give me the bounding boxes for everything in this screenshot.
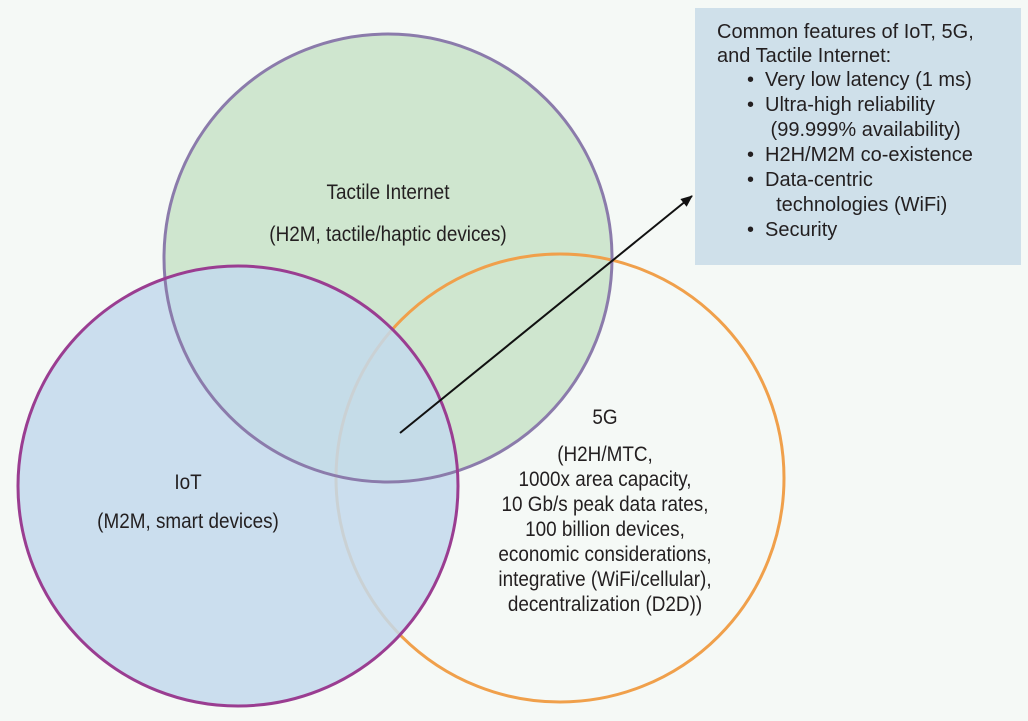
callout-heading-line: and Tactile Internet:	[717, 45, 892, 67]
feature-text: Very low latency (1 ms)	[765, 69, 972, 91]
bullet-icon: •	[747, 69, 755, 91]
feature-text: Security	[765, 219, 838, 241]
bullet-icon: •	[747, 144, 755, 166]
fiveg-label: 5G (H2H/MTC, 1000x area capacity, 10 Gb/…	[470, 405, 740, 617]
iot-title: IoT	[174, 471, 202, 494]
tactile-internet-label: Tactile Internet (H2M, tactile/haptic de…	[253, 180, 523, 247]
fiveg-line: 1000x area capacity,	[518, 468, 692, 491]
feature-item-reliability: • Ultra-high reliability (99.999% availa…	[747, 93, 1021, 143]
feature-text: H2H/M2M co-existence	[765, 144, 973, 166]
feature-item-latency: • Very low latency (1 ms)	[747, 68, 1021, 93]
feature-text: (99.999% availability)	[765, 119, 961, 141]
feature-item-security: • Security	[747, 218, 1021, 243]
fiveg-line: decentralization (D2D))	[507, 593, 703, 616]
iot-label: IoT (M2M, smart devices)	[62, 470, 314, 534]
bullet-icon: •	[747, 169, 755, 191]
feature-text: Data-centric	[765, 169, 873, 191]
iot-circle-outline	[16, 264, 460, 708]
iot-subtitle: (M2M, smart devices)	[97, 510, 279, 533]
callout-arrow	[399, 195, 693, 434]
fiveg-title: 5G	[592, 406, 618, 429]
feature-item-data-centric: • Data-centric technologies (WiFi)	[747, 168, 1021, 218]
bullet-icon: •	[747, 94, 755, 116]
fiveg-line: 10 Gb/s peak data rates,	[501, 493, 709, 516]
callout-heading-line: Common features of IoT, 5G,	[717, 21, 974, 43]
iot-circle	[18, 266, 458, 706]
feature-item-coexistence: • H2H/M2M co-existence	[747, 143, 1021, 168]
common-features-callout: Common features of IoT, 5G, and Tactile …	[695, 8, 1021, 265]
tactile-internet-circle-outline	[162, 32, 614, 484]
fiveg-line: 100 billion devices,	[525, 518, 685, 541]
tactile-internet-subtitle: (H2M, tactile/haptic devices)	[269, 223, 507, 246]
fiveg-line: integrative (WiFi/cellular),	[498, 568, 712, 591]
feature-text: technologies (WiFi)	[765, 194, 948, 216]
bullet-icon: •	[747, 219, 755, 241]
fiveg-line: economic considerations,	[498, 543, 712, 566]
tactile-internet-title: Tactile Internet	[326, 181, 450, 204]
fiveg-line: (H2H/MTC,	[557, 443, 653, 466]
callout-feature-list: • Very low latency (1 ms) • Ultra-high r…	[717, 68, 1021, 243]
feature-text: Ultra-high reliability	[765, 94, 936, 116]
